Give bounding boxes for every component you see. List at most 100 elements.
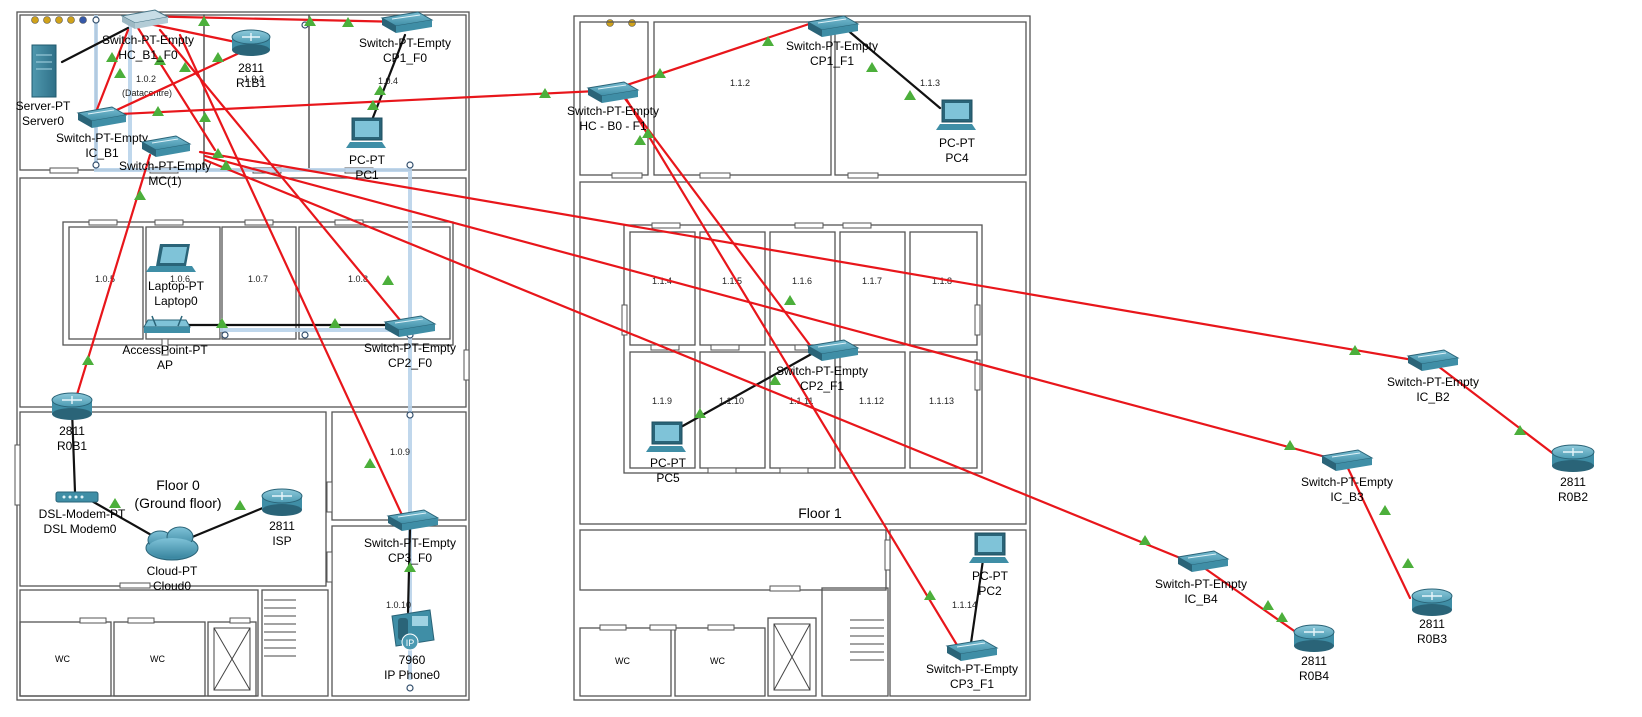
- server-server0[interactable]: Server-PT Server0: [16, 44, 71, 128]
- link-hcb0f1-cp3f1: [620, 90, 962, 652]
- floor1-stairs: [850, 619, 884, 661]
- floor1-elevator: [773, 623, 811, 691]
- device-type-label: 2811: [1301, 654, 1327, 668]
- switch-ic-b4[interactable]: Switch-PT-Empty IC_B4: [1155, 550, 1247, 606]
- laptop-icon: [146, 244, 196, 272]
- switch-mc1[interactable]: Switch-PT-Empty MC(1): [119, 135, 211, 188]
- device-type-label: PC-PT: [972, 569, 1009, 583]
- device-type-label: 2811: [238, 61, 264, 75]
- device-type-label: DSL-Modem-PT: [39, 507, 126, 521]
- wc-label-f0-a: WC: [55, 654, 70, 664]
- switch-ic-b3[interactable]: Switch-PT-Empty IC_B3: [1301, 449, 1393, 504]
- link-dsl-cloud: [88, 498, 162, 542]
- device-name-label: R0B2: [1558, 490, 1588, 504]
- router-r0b2[interactable]: 2811 R0B2: [1551, 444, 1595, 504]
- device-name-label: DSL Modem0: [44, 522, 117, 536]
- switch-icon: [380, 11, 434, 33]
- device-type-label: AccessPoint-PT: [122, 343, 208, 357]
- device-name-label: R0B3: [1417, 632, 1447, 646]
- room-1-1-8: 1.1.8: [932, 276, 952, 286]
- switch-icon: [945, 639, 999, 661]
- switch-icon: [386, 509, 440, 531]
- device-name-label: ISP: [272, 534, 291, 548]
- device-name-label: IC_B1: [85, 146, 119, 160]
- device-name-label: IP Phone0: [384, 668, 440, 682]
- link-r1b1-icb1: [104, 46, 252, 117]
- link-hcb0f1-cp1f1: [616, 20, 817, 90]
- room-1-1-9: 1.1.9: [652, 396, 672, 406]
- device-name-label: HC - B0 - F1: [579, 119, 647, 133]
- room-labels: 1.0.2 (Datacentre) 1.0.3 1.0.4 1.0.5 1.0…: [55, 74, 977, 666]
- link-cp1f0-pc1: [370, 33, 407, 122]
- accesspoint-ap[interactable]: AccessPoint-PT AP: [122, 315, 208, 372]
- pc-icon: [936, 99, 976, 130]
- device-type-label: Switch-PT-Empty: [1155, 577, 1247, 591]
- device-type-label: Switch-PT-Empty: [359, 36, 451, 50]
- switch-cp2-f1[interactable]: Switch-PT-Empty CP2_F1: [776, 339, 868, 393]
- switch-ic-b2[interactable]: Switch-PT-Empty IC_B2: [1387, 349, 1479, 404]
- cloud-icon: [145, 526, 199, 561]
- device-type-label: Switch-PT-Empty: [776, 364, 868, 378]
- device-name-label: R1B1: [236, 76, 266, 90]
- room-1-0-6: 1.0.6: [170, 274, 190, 284]
- device-type-label: 2811: [269, 519, 295, 533]
- router-icon: [261, 488, 303, 516]
- switch-hc-b0-f1[interactable]: Switch-PT-Empty HC - B0 - F1: [567, 81, 659, 133]
- wc-label-f0-b: WC: [150, 654, 165, 664]
- device-type-label: Cloud-PT: [147, 564, 198, 578]
- device-type-label: PC-PT: [349, 153, 386, 167]
- device-name-label: MC(1): [148, 174, 181, 188]
- device-name-label: IC_B4: [1184, 592, 1218, 606]
- switch-icon: [586, 81, 640, 103]
- router-r0b3[interactable]: 2811 R0B3: [1411, 588, 1453, 646]
- router-isp[interactable]: 2811 ISP: [261, 488, 303, 548]
- room-1-1-13: 1.1.13: [929, 396, 954, 406]
- room-1-1-3: 1.1.3: [920, 78, 940, 88]
- switch-icon: [806, 15, 860, 37]
- laptop-laptop0[interactable]: Laptop-PT Laptop0: [146, 244, 205, 308]
- pc-pc1[interactable]: PC-PT PC1: [346, 117, 386, 182]
- device-name-label: CP3_F1: [950, 677, 994, 691]
- link-icb1-hcb0f1: [98, 88, 620, 117]
- router-r0b1[interactable]: 2811 R0B1: [51, 392, 93, 453]
- switch-icon: [1176, 550, 1230, 572]
- room-1-0-3: 1.0.3: [244, 74, 264, 84]
- device-type-label: 2811: [1560, 475, 1586, 489]
- device-name-label: IC_B2: [1416, 390, 1450, 404]
- switch-cp3-f0[interactable]: Switch-PT-Empty CP3_F0: [364, 509, 456, 565]
- device-type-label: Switch-PT-Empty: [364, 536, 456, 550]
- server-icon: [31, 44, 57, 98]
- pc-pc5[interactable]: PC-PT PC5: [646, 421, 687, 485]
- device-type-label: 2811: [1419, 617, 1445, 631]
- floor0-subtitle: (Ground floor): [134, 495, 221, 511]
- room-1-0-7: 1.0.7: [248, 274, 268, 284]
- device-name-label: CP1_F0: [383, 51, 427, 65]
- link-r0b1-dsl: [70, 408, 77, 494]
- switch-icon: [140, 135, 192, 157]
- router-icon: [1551, 444, 1595, 472]
- switch-cp3-f1[interactable]: Switch-PT-Empty CP3_F1: [926, 639, 1018, 691]
- pc-pc2[interactable]: PC-PT PC2: [969, 532, 1009, 598]
- dsl-modem-dsl-modem0[interactable]: DSL-Modem-PT DSL Modem0: [39, 491, 126, 536]
- switch-hc-b1-f0[interactable]: Switch-PT-Empty HC_B1_F0: [102, 9, 194, 62]
- modem-icon: [55, 491, 99, 503]
- pc-pc4[interactable]: PC-PT PC4: [936, 99, 976, 165]
- switch-ic-b1[interactable]: Switch-PT-Empty IC_B1: [56, 106, 148, 160]
- device-type-label: Switch-PT-Empty: [102, 33, 194, 47]
- router-r0b4[interactable]: 2811 R0B4: [1293, 624, 1335, 683]
- router-r1b1[interactable]: 2811 R1B1: [231, 29, 271, 90]
- switch-cp2-f0[interactable]: Switch-PT-Empty CP2_F0: [364, 315, 456, 370]
- cloud-cloud0[interactable]: Cloud-PT Cloud0: [145, 526, 199, 593]
- link-mc-icb2: [198, 150, 1427, 364]
- device-name-label: Laptop0: [154, 294, 198, 308]
- link-cp1f1-pc4: [843, 26, 942, 110]
- device-type-label: Switch-PT-Empty: [567, 104, 659, 118]
- device-type-label: PC-PT: [939, 136, 976, 150]
- floor0-title: Floor 0: [156, 477, 200, 493]
- floor1-building: [573, 15, 1031, 701]
- switch-cp1-f1[interactable]: Switch-PT-Empty CP1_F1: [786, 15, 878, 68]
- ip-phone-ip-phone0[interactable]: IP 7960 IP Phone0: [384, 609, 440, 682]
- switch-cp1-f0[interactable]: Switch-PT-Empty CP1_F0: [359, 11, 451, 65]
- datacentre-label: (Datacentre): [122, 88, 172, 98]
